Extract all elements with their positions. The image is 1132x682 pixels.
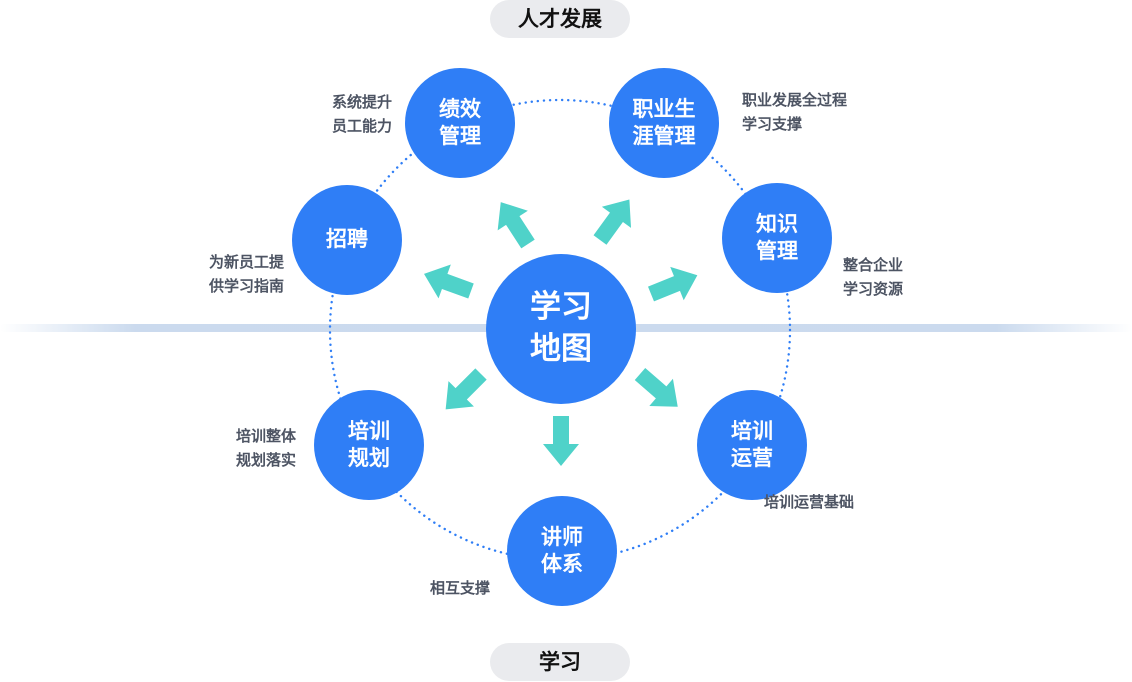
node-label-line1: 知识 (756, 211, 798, 236)
node-label-line2: 涯管理 (632, 124, 696, 148)
node-performance-management: 绩效 管理 (405, 68, 515, 178)
center-node-label-line2: 地图 (530, 331, 592, 367)
note-recruitment: 为新员工提 供学习指南 (170, 250, 284, 298)
arrow-to-performance (497, 202, 535, 249)
node-career-management: 职业生 涯管理 (609, 68, 719, 178)
node-training-operations: 培训 运营 (697, 390, 807, 500)
note-lecturer-system: 相互支撑 (430, 576, 490, 600)
header-pill: 人才发展 (490, 0, 630, 38)
node-label-line1: 职业生 (632, 96, 696, 121)
note-line1: 职业发展全过程 (742, 91, 848, 109)
note-career: 职业发展全过程 学习支撑 (742, 88, 847, 136)
node-label-line2: 运营 (731, 446, 773, 470)
note-knowledge: 整合企业 学习资源 (843, 253, 903, 301)
note-line1: 整合企业 (843, 256, 904, 274)
node-lecturer-system: 讲师 体系 (507, 496, 617, 606)
note-line2: 学习支撑 (742, 115, 803, 133)
arrow-to-knowledge (648, 266, 698, 302)
arrow-to-training-plan (445, 368, 487, 410)
note-line2: 供学习指南 (208, 277, 284, 295)
node-label-line1: 绩效 (439, 96, 481, 121)
note-line2: 员工能力 (331, 117, 392, 135)
node-label-line1: 招聘 (326, 227, 368, 252)
note-line2: 规划落实 (235, 451, 296, 469)
note-line1: 培训整体 (235, 427, 296, 445)
note-line1: 培训运营基础 (764, 493, 855, 511)
center-node-label-line1: 学习 (530, 289, 592, 326)
note-line1: 系统提升 (331, 93, 392, 111)
arrow-to-lecturer (543, 416, 579, 466)
center-node-learning-map: 学习 地图 (486, 254, 636, 404)
note-training-planning: 培训整体 规划落实 (196, 424, 296, 472)
arrow-to-training-ops (634, 367, 678, 407)
node-label-line1: 培训 (731, 418, 773, 443)
note-performance: 系统提升 员工能力 (288, 90, 392, 138)
arrow-to-recruit (424, 264, 474, 299)
footer-pill: 学习 (490, 643, 630, 681)
node-recruitment: 招聘 (292, 185, 402, 295)
note-line1: 为新员工提 (208, 253, 284, 271)
note-line1: 相互支撑 (430, 579, 491, 597)
node-training-planning: 培训 规划 (314, 390, 424, 500)
node-label-line1: 讲师 (541, 524, 583, 549)
note-line2: 学习资源 (843, 280, 904, 298)
arrow-to-career (593, 199, 632, 245)
node-knowledge-management: 知识 管理 (722, 183, 832, 293)
node-label-line2: 管理 (756, 239, 798, 263)
node-label-line2: 体系 (541, 552, 583, 576)
note-training-operations: 培训运营基础 (764, 490, 854, 514)
node-label-line2: 规划 (348, 446, 390, 470)
node-label-line2: 管理 (439, 124, 481, 148)
node-label-line1: 培训 (348, 418, 390, 443)
